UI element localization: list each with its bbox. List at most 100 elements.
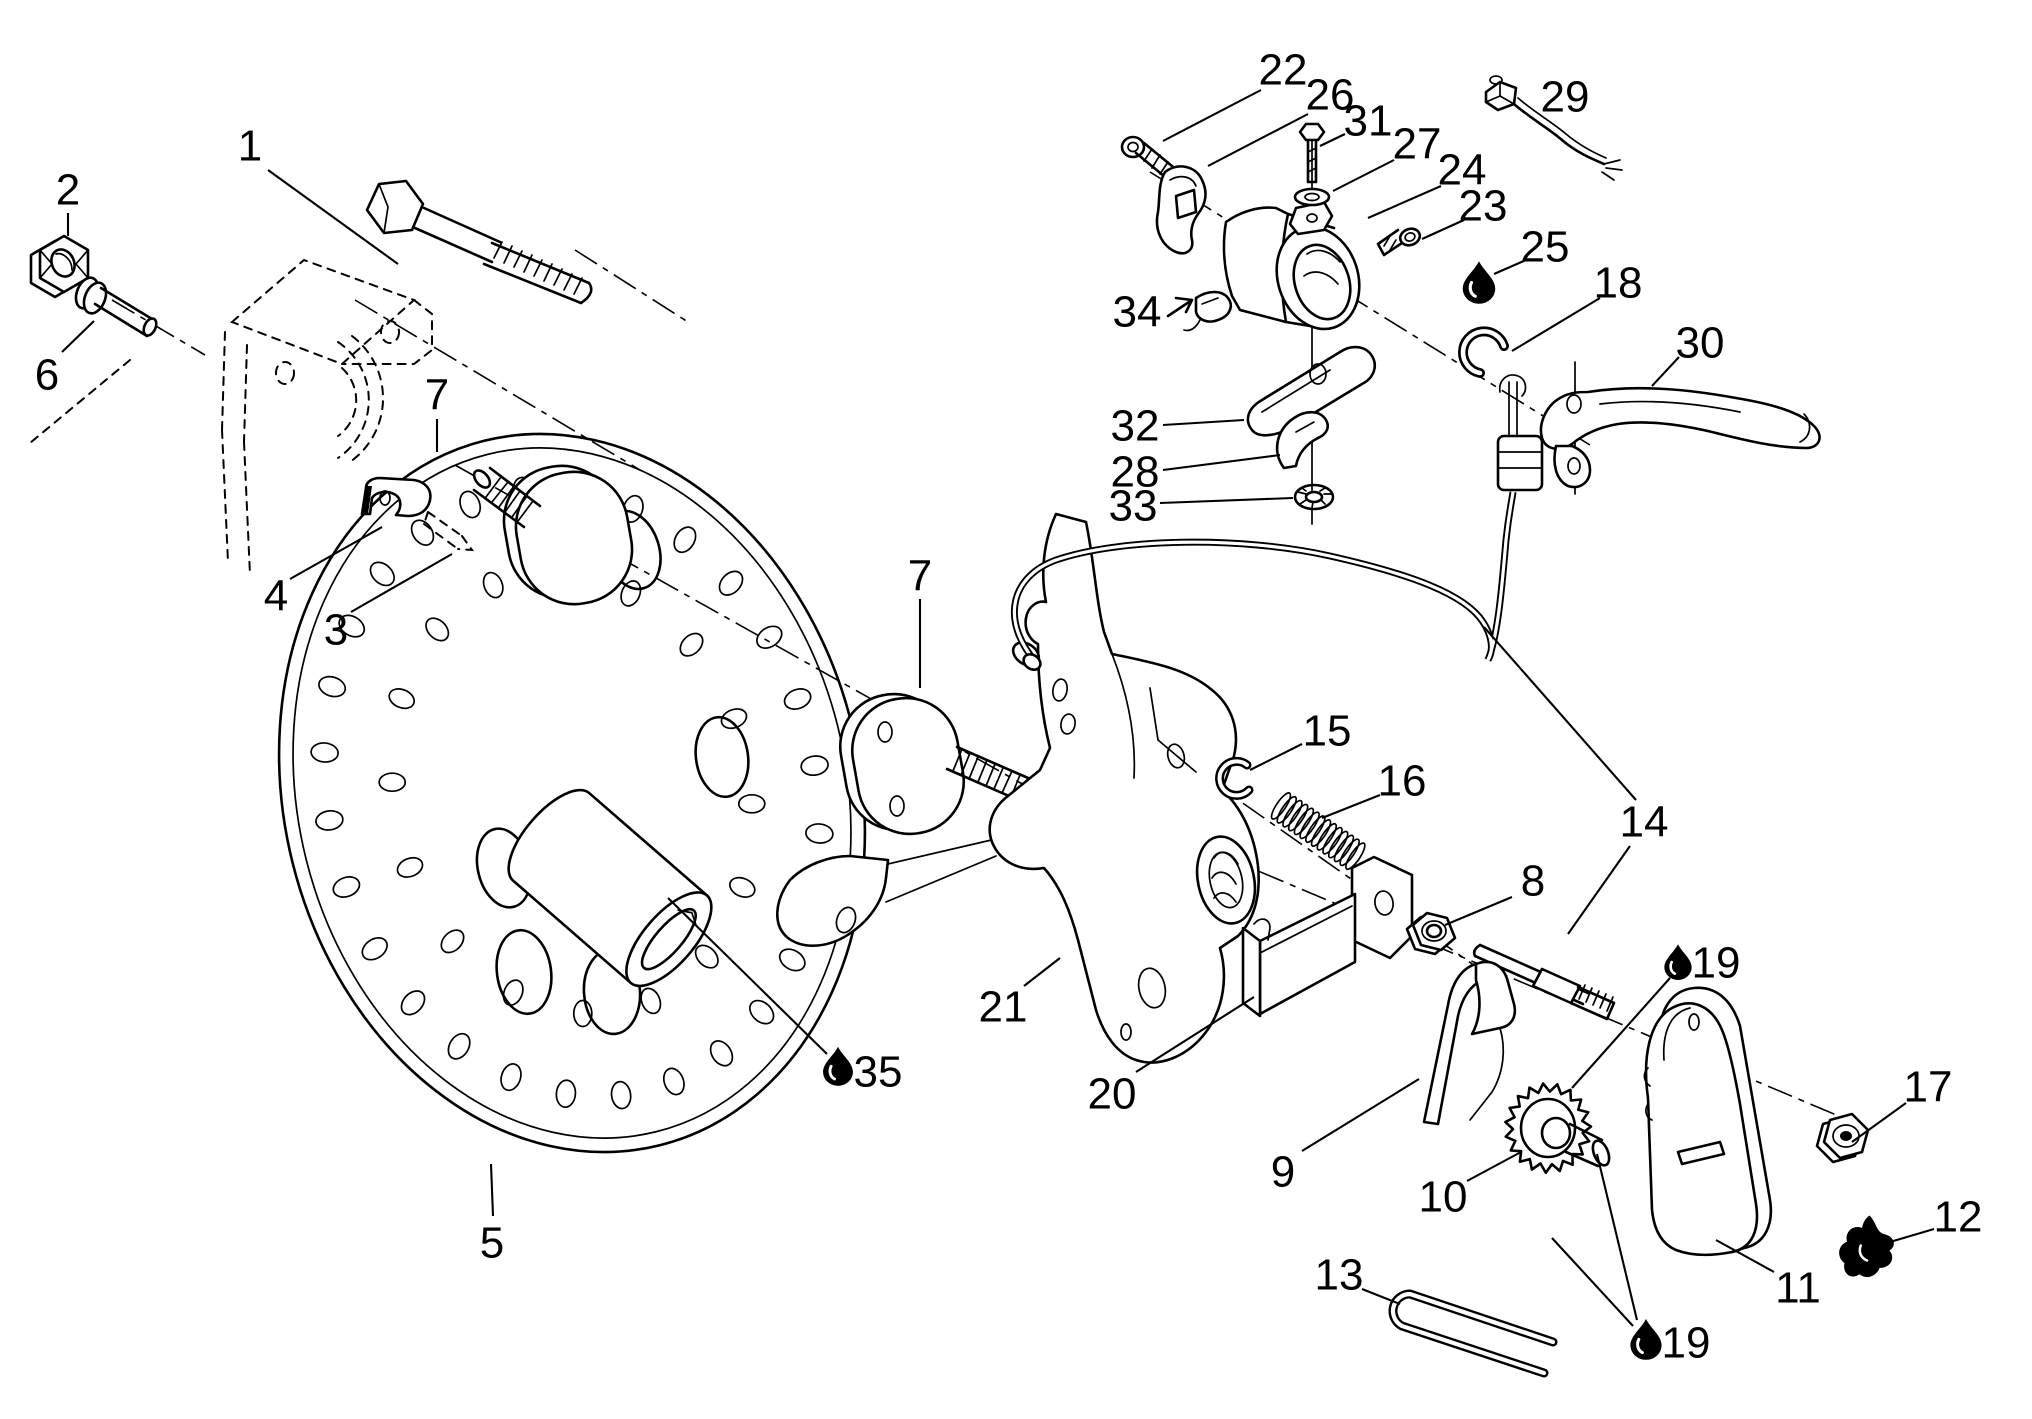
- leader-line-21: [1023, 957, 1061, 987]
- leader-line-5: [489, 1163, 495, 1217]
- part-label-9-29: 9: [1271, 1148, 1295, 1197]
- part-label-16-24: 16: [1378, 757, 1427, 806]
- leader-lines: [61, 89, 1935, 1327]
- leader-line-32: [1162, 418, 1245, 427]
- part-2-hex-nut: [29, 234, 90, 299]
- leader-line-33: [1159, 496, 1294, 505]
- leader-line-9: [1301, 1078, 1420, 1152]
- part-label-6-2: 6: [35, 351, 59, 400]
- part-32-actuator-lever: [1246, 345, 1376, 437]
- oil-drop-icon: [1628, 1317, 1664, 1362]
- oil-drop-icon: [1461, 259, 1497, 306]
- part-20-anchor-bracket: [1241, 855, 1414, 1018]
- part-label-11-35: 11: [1775, 1264, 1821, 1313]
- part-label-15-23: 15: [1303, 707, 1352, 756]
- leader-line-19: [1595, 1153, 1639, 1321]
- leader-line-10: [1466, 1151, 1522, 1182]
- part-14-brake-cable: [1010, 381, 1544, 672]
- leader-line-19: [1551, 1237, 1634, 1327]
- part-label-32-20: 32: [1111, 402, 1160, 451]
- part-label-4-3: 4: [264, 572, 288, 621]
- leader-line-13: [1361, 1288, 1401, 1305]
- leader-line-20: [1135, 996, 1255, 1073]
- leader-line-14: [1483, 626, 1637, 801]
- part-label-7-5: 7: [425, 371, 449, 420]
- part-8-hex-nut: [1405, 911, 1457, 956]
- leader-line-12: [1889, 1227, 1935, 1244]
- leader-line-16: [1321, 794, 1381, 819]
- part-label-33-22: 33: [1109, 482, 1158, 531]
- leader-line-6: [61, 320, 95, 353]
- part-label-19-32: 19: [1692, 939, 1741, 988]
- leader-line-27: [1332, 159, 1395, 192]
- part-label-17-33: 17: [1904, 1063, 1953, 1112]
- leader-line-23: [1421, 219, 1465, 240]
- part-23-screw: [1376, 227, 1422, 257]
- part-label-26-10: 26: [1306, 71, 1355, 120]
- part-label-24-13: 24: [1438, 146, 1487, 195]
- part-30-brake-lever: [1498, 361, 1821, 495]
- part-34-return-clip: [1166, 290, 1232, 332]
- leader-line-18: [1511, 297, 1601, 352]
- part-label-27-12: 27: [1393, 120, 1442, 169]
- part-28-cam: [1275, 410, 1330, 470]
- part-4-cable-clip: [360, 476, 432, 518]
- leader-line-22: [1162, 89, 1262, 142]
- part-label-18-16: 18: [1594, 259, 1643, 308]
- part-9-pad-spring: [1422, 960, 1517, 1126]
- part-7-brake-pad-outer: [472, 464, 634, 606]
- part-label-23-14: 23: [1459, 182, 1508, 231]
- leader-line-11: [1715, 1239, 1775, 1273]
- part-label-12-34: 12: [1934, 1193, 1983, 1242]
- part-1-hex-bolt: [365, 179, 593, 305]
- part-6-pivot-bolt: [74, 276, 158, 338]
- part-17-lock-nut: [1815, 1112, 1870, 1164]
- part-label-20-28: 20: [1088, 1070, 1137, 1119]
- leader-line-28: [1162, 453, 1281, 472]
- leader-line-35: [667, 897, 828, 1055]
- part-15-e-clip: [1215, 756, 1254, 800]
- grease-blob-icon: [1837, 1214, 1896, 1279]
- part-label-14-25: 14: [1620, 798, 1669, 847]
- leader-line-30: [1651, 356, 1680, 387]
- part-label-28-21: 28: [1111, 448, 1160, 497]
- part-label-10-30: 10: [1419, 1173, 1468, 1222]
- part-31-bolt: [1298, 122, 1326, 184]
- leader-line-3: [350, 553, 453, 613]
- leader-line-31: [1319, 133, 1346, 147]
- part-24-actuator-housing: [1222, 127, 1361, 525]
- part-label-5-7: 5: [480, 1219, 504, 1268]
- part-label-19-36: 19: [1662, 1319, 1711, 1368]
- part-label-25-15: 25: [1521, 223, 1570, 272]
- adjuster-pin: [1472, 943, 1616, 1021]
- part-label-30-18: 30: [1676, 319, 1725, 368]
- part-29-breather-wire: [1484, 75, 1623, 181]
- fork-dropout-hidden-outline: [29, 258, 433, 576]
- part-21-caliper-body: [776, 512, 1260, 1064]
- disc-hub: [507, 788, 713, 988]
- part-26-gasket-plate: [1155, 165, 1207, 255]
- leader-line-24: [1367, 185, 1442, 219]
- leader-line-14: [1567, 845, 1631, 935]
- part-7-brake-pad-inner: [838, 692, 1041, 836]
- part-11-dust-cover: [1643, 986, 1773, 1257]
- part-label-3-4: 3: [324, 606, 348, 655]
- part-16-spring: [1270, 792, 1366, 871]
- part-label-34-19: 34: [1113, 288, 1162, 337]
- part-10-adjuster-wheel: [1504, 1082, 1611, 1174]
- part-label-31-11: 31: [1344, 97, 1393, 146]
- part-label-21-27: 21: [979, 983, 1028, 1032]
- leader-line-17: [1851, 1102, 1907, 1143]
- oil-drop-icon: [821, 1045, 855, 1088]
- part-label-35-8: 35: [854, 1048, 903, 1097]
- leader-line-25: [1493, 259, 1527, 275]
- part-18-e-clip: [1458, 326, 1509, 378]
- part-label-22-9: 22: [1259, 46, 1308, 95]
- leader-line-8: [1444, 896, 1513, 926]
- leader-line-26: [1207, 113, 1309, 167]
- part-27-washer: [1293, 187, 1331, 207]
- part-33-tooth-washer: [1293, 483, 1335, 511]
